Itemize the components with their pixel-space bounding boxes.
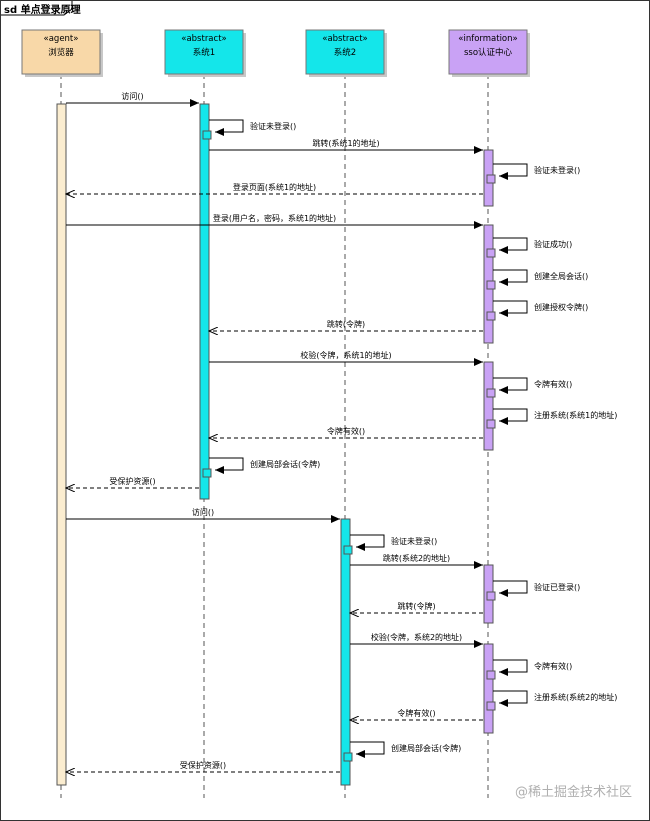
self-message-arrow — [493, 690, 528, 707]
message-label: 创建局部会话(令牌) — [250, 459, 320, 469]
message-label: 登录(用户名，密码，系统1的地址) — [213, 213, 336, 223]
activation-bar-sys1 — [199, 103, 210, 500]
message-label: 跳转(令牌) — [397, 601, 435, 611]
diagram-title: sd 单点登录原理 — [4, 5, 81, 16]
message-label: 创建全局会话() — [534, 271, 588, 281]
participant-sso — [448, 29, 528, 75]
self-message-arrow — [209, 119, 244, 136]
participant-name: 浏览器 — [48, 47, 74, 58]
nested-activation — [486, 174, 496, 184]
message-label: 令牌有效() — [534, 379, 572, 389]
message-label: 跳转(令牌) — [327, 319, 365, 329]
message-label: 跳转(系统2的地址) — [383, 553, 450, 563]
participant-name: 系统2 — [334, 47, 356, 58]
self-message-arrow — [350, 534, 385, 551]
self-message-arrow — [493, 300, 528, 317]
message-label: 验证未登录() — [250, 121, 296, 131]
self-message-arrow — [493, 408, 528, 425]
activation-bar-sys2 — [340, 518, 351, 786]
watermark: @稀土掘金技术社区 — [515, 784, 632, 800]
participant-name: 系统1 — [193, 47, 215, 58]
self-message-arrow — [350, 741, 385, 758]
message-label: 验证未登录() — [534, 165, 580, 175]
message-label: 令牌有效() — [397, 708, 435, 718]
message-label: 验证成功() — [534, 239, 572, 249]
participant-stereotype: «abstract» — [181, 34, 226, 44]
self-message-arrow — [493, 377, 528, 394]
message-label: 校验(令牌，系统1的地址) — [300, 350, 391, 360]
message-label: 令牌有效() — [327, 426, 365, 436]
message-label: 跳转(系统1的地址) — [312, 138, 379, 148]
participant-stereotype: «information» — [458, 34, 517, 44]
self-message-arrow — [209, 457, 244, 474]
message-label: 注册系统(系统1的地址) — [534, 410, 617, 420]
activation-bar-sso — [483, 643, 494, 734]
message-label: 受保护资源() — [109, 476, 155, 486]
message-label: 令牌有效() — [534, 661, 572, 671]
message-label: 访问() — [192, 507, 214, 517]
participant-sys2 — [305, 29, 385, 75]
nested-activation — [343, 752, 353, 762]
nested-activation — [486, 388, 496, 398]
self-message-arrow — [493, 269, 528, 286]
nested-activation — [486, 280, 496, 290]
nested-activation — [486, 701, 496, 711]
self-message-arrow — [493, 659, 528, 676]
message-label: 注册系统(系统2的地址) — [534, 692, 617, 702]
self-message-arrow — [493, 580, 528, 597]
participant-sys1 — [164, 29, 244, 75]
message-label: 受保护资源() — [180, 760, 226, 770]
message-label: 访问() — [121, 91, 143, 101]
self-message-arrow — [493, 163, 528, 180]
participant-browser — [21, 29, 101, 75]
message-label: 创建局部会话(令牌) — [391, 743, 461, 753]
nested-activation — [486, 311, 496, 321]
participant-stereotype: «abstract» — [322, 34, 367, 44]
message-label: 验证未登录() — [391, 536, 437, 546]
activation-bar-browser — [56, 103, 67, 786]
message-label: 登录页面(系统1的地址) — [233, 182, 316, 192]
nested-activation — [486, 248, 496, 258]
nested-activation — [486, 591, 496, 601]
participant-name: sso认证中心 — [464, 47, 513, 58]
nested-activation — [343, 545, 353, 555]
participant-stereotype: «agent» — [44, 34, 79, 44]
message-label: 创建授权令牌() — [534, 302, 588, 312]
message-label: 验证已登录() — [534, 582, 580, 592]
nested-activation — [486, 670, 496, 680]
nested-activation — [202, 468, 212, 478]
self-message-arrow — [493, 237, 528, 254]
nested-activation — [486, 419, 496, 429]
title-frame-tab — [0, 0, 73, 16]
activation-bar-sso — [483, 361, 494, 451]
message-label: 校验(令牌，系统2的地址) — [371, 632, 462, 642]
nested-activation — [202, 130, 212, 140]
